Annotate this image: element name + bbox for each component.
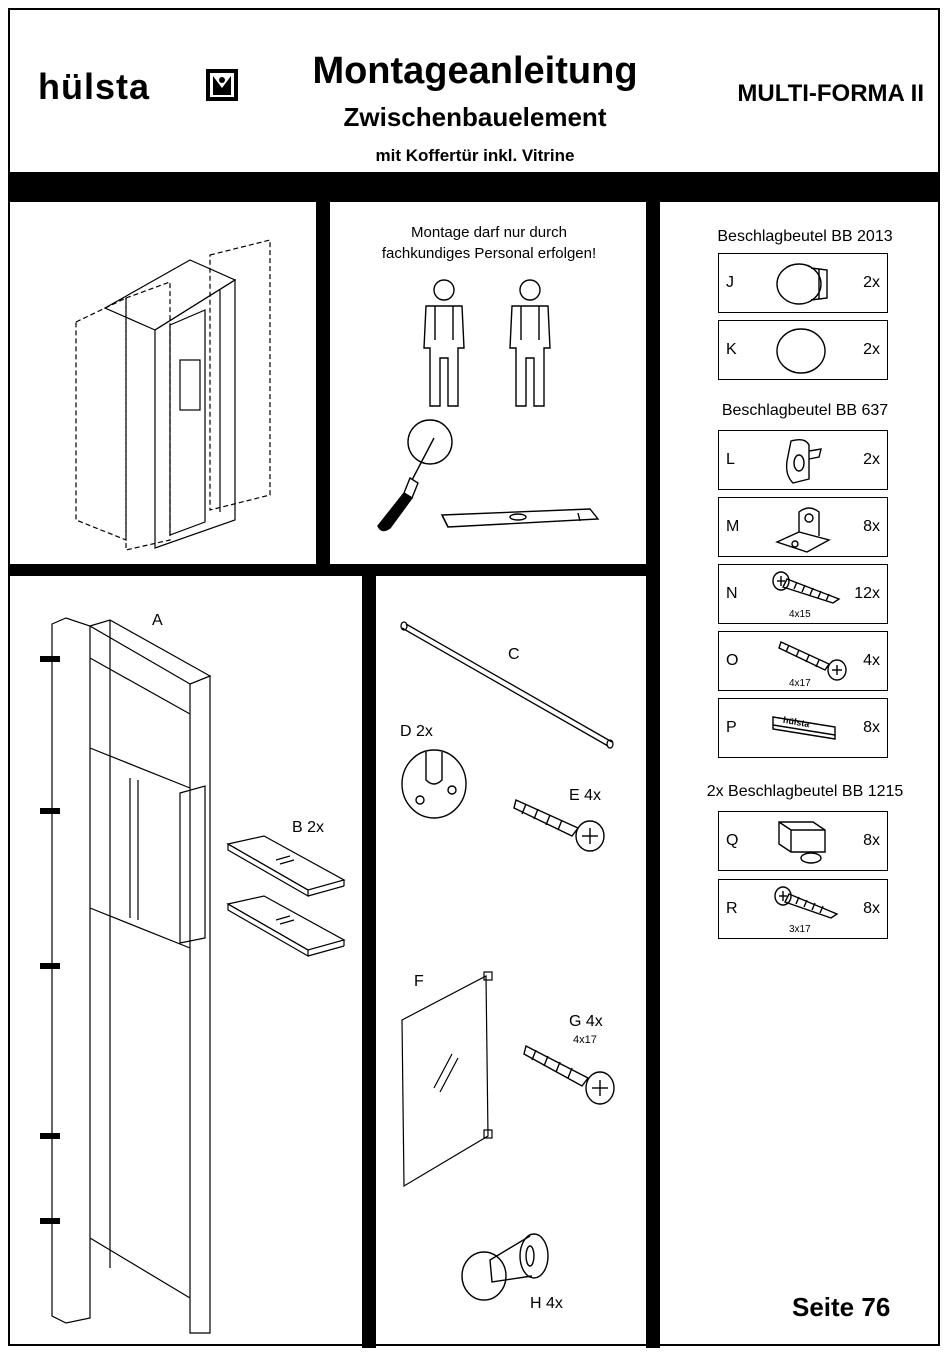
part-quantity: 8x [863, 518, 880, 535]
technician-icon [423, 279, 465, 407]
shelf-support-clip-icon [785, 438, 822, 484]
part-label-g: G 4x [569, 1013, 603, 1030]
hardware-item: L 2x [718, 430, 888, 490]
screw-size: 4x17 [789, 678, 811, 689]
part-label-c: C [508, 646, 520, 663]
part-letter: K [726, 341, 737, 358]
hardware-item: P hülsta 8x [718, 698, 888, 758]
technician-icon [509, 279, 551, 407]
part-quantity: 2x [863, 341, 880, 358]
page-title: Montageanleitung [312, 50, 638, 92]
hardware-group-title: Beschlagbeutel BB 2013 [717, 228, 893, 245]
part-quantity: 8x [863, 900, 880, 917]
brand-logo-text: hülsta [38, 66, 151, 107]
hardware-group-title: Beschlagbeutel BB 637 [721, 402, 889, 419]
hardware-item: R 3x17 8x [718, 879, 888, 939]
hardware-item: O 4x17 4x [718, 631, 888, 691]
brand-logo-icon [206, 69, 238, 101]
hardware-item: K 2x [718, 320, 888, 380]
screw-icon [513, 799, 605, 852]
part-letter: O [726, 652, 739, 669]
divider-h1 [8, 564, 660, 576]
safety-notice: Montage darf nur durch fachkundiges Pers… [330, 222, 648, 264]
hardware-item: N 4x15 12x [718, 564, 888, 624]
page-number: Seite 76 [792, 1292, 891, 1322]
divider-v3 [362, 564, 376, 1348]
part-letter: R [726, 900, 738, 917]
glass-door-drawing [401, 971, 493, 1188]
part-label-a: A [152, 612, 163, 629]
hardware-item: Q 8x [718, 811, 888, 871]
logo-plate-icon [772, 716, 836, 740]
page-frame [8, 8, 940, 1346]
angle-bracket-icon [775, 507, 831, 553]
glass-clip-icon [778, 821, 826, 864]
cabinet-body-drawing [40, 617, 212, 1334]
screw-size: 4x17 [573, 1034, 597, 1046]
hardware-group-title: 2x Beschlagbeutel BB 1215 [706, 783, 904, 800]
screw-size: 3x17 [789, 924, 811, 935]
part-label-e: E 4x [569, 787, 602, 804]
screw-icon [772, 571, 841, 604]
model-name: MULTI-FORMA II [737, 80, 924, 107]
cabinet-overview-drawing [75, 239, 271, 551]
hardware-item: J 2x [718, 253, 888, 313]
button-fastener-icon [776, 263, 828, 305]
screw-size: 4x15 [789, 609, 811, 620]
glass-shelf-drawing [226, 835, 346, 958]
knob-icon [461, 1233, 549, 1301]
screwdriver-icon [377, 419, 453, 532]
part-letter: L [726, 451, 735, 468]
part-quantity: 2x [863, 451, 880, 468]
part-letter: Q [726, 832, 739, 849]
screw-icon [774, 886, 839, 919]
part-quantity: 8x [863, 719, 880, 736]
part-letter: P [726, 719, 737, 736]
part-label-f: F [414, 973, 424, 990]
spirit-level-icon [440, 508, 600, 528]
part-letter: M [726, 518, 740, 535]
part-label-d: D 2x [400, 723, 433, 740]
rail-holder-icon [401, 749, 467, 819]
screw-icon [778, 641, 847, 681]
page-subtitle-detail: mit Koffertür inkl. Vitrine [375, 146, 575, 165]
part-quantity: 4x [863, 652, 880, 669]
divider-v2 [646, 200, 660, 1348]
part-quantity: 12x [854, 585, 880, 602]
hardware-item: M 8x [718, 497, 888, 557]
part-letter: N [726, 585, 738, 602]
cover-cap-icon [776, 328, 826, 374]
screw-icon [523, 1044, 615, 1105]
part-label-h: H 4x [530, 1295, 563, 1312]
divider-v1 [316, 200, 330, 566]
part-label-b: B 2x [292, 819, 325, 836]
safety-notice-line1: Montage darf nur durch [411, 224, 567, 241]
part-letter: J [726, 274, 734, 291]
header-band [8, 172, 940, 202]
page-subtitle: Zwischenbauelement [343, 102, 607, 132]
clothes-rail-drawing [400, 621, 614, 749]
safety-notice-line2: fachkundiges Personal erfolgen! [381, 245, 597, 262]
part-quantity: 8x [863, 832, 880, 849]
part-quantity: 2x [863, 274, 880, 291]
